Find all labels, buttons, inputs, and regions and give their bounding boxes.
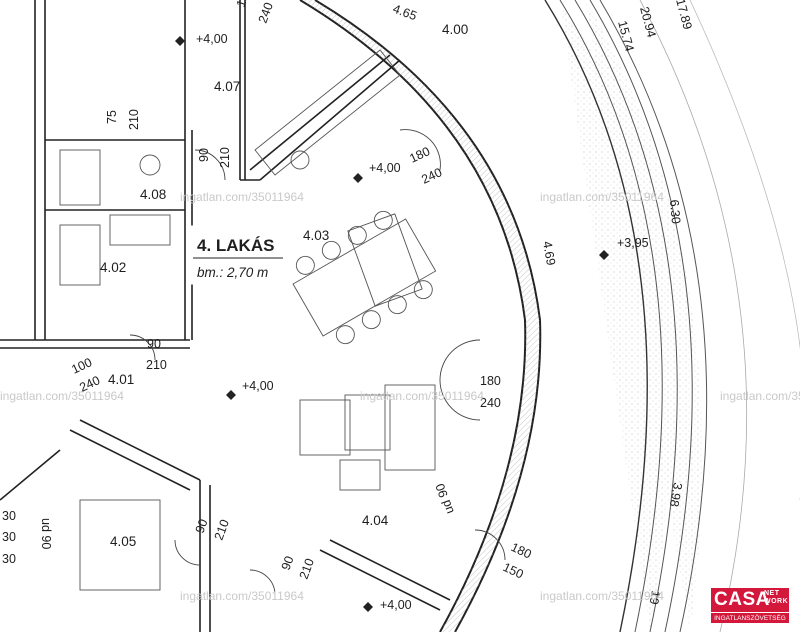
logo-brand-text: CASA — [714, 589, 770, 610]
dimension-label: 180 — [480, 374, 501, 388]
dimension-label: 6.30 — [667, 199, 683, 225]
dimension-label: 210 — [297, 557, 317, 581]
dimension-label: 240 — [256, 1, 276, 25]
dimension-label: 30 — [2, 552, 16, 566]
dimension-label: 90 — [193, 517, 211, 535]
watermark: ingatlan.com/35011964 — [180, 589, 304, 603]
watermark: ingatlan.com/35011964 — [0, 389, 124, 403]
dimension-label: 90 — [197, 148, 211, 162]
watermark: ingatlan.com/35011964 — [540, 190, 664, 204]
watermark: ingatlan.com/35011964 — [180, 190, 304, 204]
dimension-label: 240 — [480, 396, 501, 410]
casanet-logo: CASA NET WORK INGATLANSZÖVETSÉG — [711, 588, 789, 623]
room-label: 4.05 — [110, 534, 136, 549]
room-label: 4.01 — [108, 372, 134, 387]
level-label: +4,00 — [196, 32, 228, 46]
watermark: ingatlan.com/35011964 — [720, 389, 800, 403]
dimension-label: 210 — [212, 518, 232, 542]
room-label: 4.04 — [362, 513, 389, 528]
dimension-label: 180 — [234, 0, 254, 9]
furniture — [59, 49, 437, 591]
watermark: ingatlan.com/35011964 — [360, 389, 484, 403]
room-label: 4.02 — [100, 260, 126, 275]
logo-brand-suffix: NET WORK — [764, 590, 789, 605]
level-label: +4,00 — [380, 598, 412, 612]
level-label: +4,00 — [369, 161, 401, 175]
dimension-label: 4.65 — [391, 2, 419, 23]
dimension-label: 210 — [218, 147, 232, 168]
level-label: +3,95 — [617, 236, 649, 250]
dimension-label: 210 — [146, 358, 167, 372]
dimension-label: 90 — [147, 337, 161, 351]
dimension-label: 210 — [127, 109, 141, 130]
dimension-label: 4.69 — [540, 240, 558, 266]
dimension-label: 75 — [105, 110, 119, 124]
room-label: 4.08 — [140, 187, 166, 202]
dimension-label: 90 — [279, 554, 297, 572]
dimension-label: 100 — [69, 355, 94, 377]
level-label: +4,00 — [242, 379, 274, 393]
dimension-label: 30 — [2, 530, 16, 544]
door-swings — [129, 129, 506, 596]
dimension-label: ud 90 — [433, 482, 457, 516]
apartment-title-text: 4. LAKÁS — [197, 236, 274, 255]
dimension-label: 20.94 — [637, 5, 659, 39]
room-label: 4.00 — [442, 22, 468, 37]
dimension-label: 15.74 — [615, 19, 637, 53]
dimension-label: 180 — [407, 144, 432, 166]
logo-tagline: INGATLANSZÖVETSÉG — [711, 612, 789, 623]
dimension-label: 17.89 — [673, 0, 695, 31]
apartment-title: 4. LAKÁS bm.: 2,70 m — [189, 225, 283, 285]
level-labels: +4,00 +4,00 +4,00 +3,95 +4,00 — [196, 32, 649, 612]
room-label: 4.03 — [303, 228, 329, 243]
dimension-label: 3.98 — [667, 481, 685, 507]
room-height-text: bm.: 2,70 m — [197, 265, 268, 280]
level-markers — [175, 36, 609, 612]
dimension-label: 150 — [501, 560, 526, 582]
dimension-label: 30 — [2, 509, 16, 523]
logo-brand: CASA NET WORK — [711, 588, 789, 612]
dimension-label: 19 — [647, 589, 663, 605]
dimension-label: ud 90 — [39, 518, 53, 549]
dimension-label: 180 — [509, 540, 534, 562]
facade-wall — [299, 0, 542, 632]
terrace-curves — [544, 0, 800, 632]
room-label: 4.07 — [214, 79, 240, 94]
watermark: ingatlan.com/35011964 — [540, 589, 664, 603]
watermarks: ingatlan.com/35011964 ingatlan.com/35011… — [0, 190, 800, 603]
room-labels: 4.00 4.01 4.02 4.03 4.04 4.05 4.07 4.08 — [100, 22, 468, 549]
